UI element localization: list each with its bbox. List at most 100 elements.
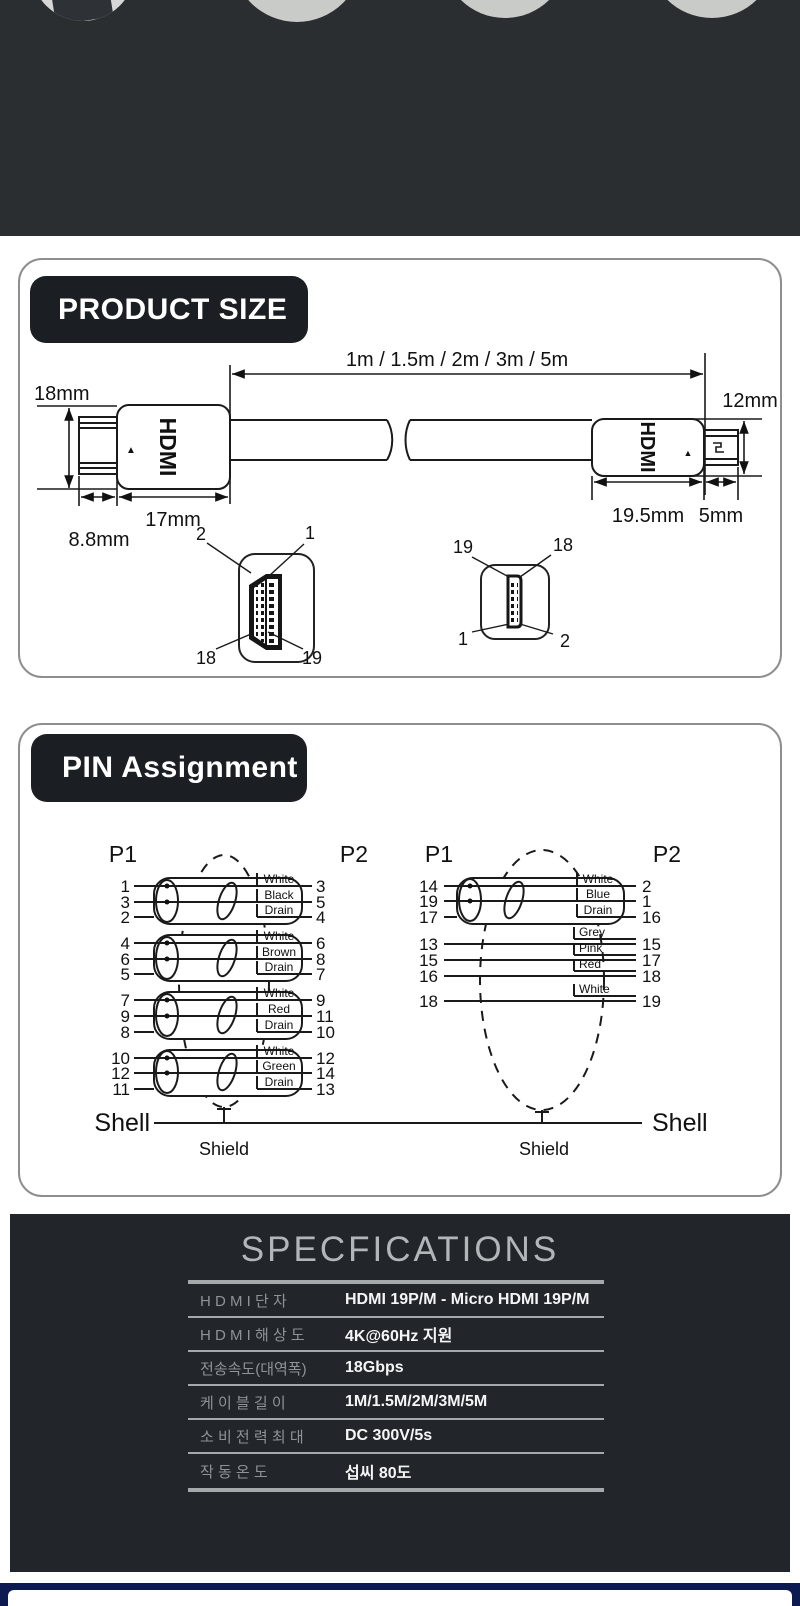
product-thumb-circle — [648, 0, 776, 18]
hdmi-pin-19-callout: 19 — [302, 648, 322, 668]
left-shell-label: Shell — [94, 1109, 150, 1137]
svg-text:Drain: Drain — [265, 903, 294, 917]
micro-height-dimension — [687, 418, 762, 477]
svg-text:Pink: Pink — [579, 941, 603, 955]
svg-text:Drain: Drain — [265, 960, 294, 974]
svg-text:13: 13 — [316, 1080, 335, 1099]
right-wires — [444, 873, 636, 1002]
specifications-table: H D M I 단 자 HDMI 19P/M - Micro HDMI 19P/… — [188, 1280, 604, 1492]
spec-row-resolution: H D M I 해 상 도 4K@60Hz 지원 — [188, 1318, 604, 1352]
svg-text:16: 16 — [642, 908, 661, 927]
next-section-border — [0, 1583, 800, 1606]
right-shield-label: Shield — [519, 1139, 569, 1159]
micro-orientation-triangle-icon: ▲ — [684, 448, 693, 458]
specifications-section: SPECFICATIONS H D M I 단 자 HDMI 19P/M - M… — [10, 1214, 790, 1572]
svg-text:14: 14 — [419, 877, 438, 896]
svg-text:13: 13 — [419, 935, 438, 954]
svg-text:Drain: Drain — [584, 903, 613, 917]
left-wires — [134, 873, 312, 1090]
svg-text:15: 15 — [419, 951, 438, 970]
micro-pin-19-callout: 19 — [453, 537, 473, 557]
right-p1-pins: 14 19 17 13 15 16 18 — [419, 877, 438, 1011]
svg-text:18: 18 — [642, 967, 661, 986]
micro-pin-18-callout: 18 — [553, 535, 573, 555]
svg-text:9: 9 — [316, 991, 325, 1010]
svg-text:8: 8 — [316, 950, 325, 969]
product-thumb-circle — [31, 0, 135, 21]
hdmi-plug-depth-label: 8.8mm — [68, 529, 129, 551]
right-shield-tail — [535, 1110, 549, 1123]
svg-text:1: 1 — [121, 877, 130, 896]
right-p2-pins: 2 1 16 15 17 18 19 — [642, 877, 661, 1011]
right-p1-header: P1 — [425, 841, 453, 867]
micro-pin-2-callout: 2 — [560, 631, 570, 651]
svg-text:White: White — [264, 1044, 295, 1058]
svg-text:7: 7 — [121, 991, 130, 1010]
left-shield-label: Shield — [199, 1139, 249, 1159]
spec-label: 케 이 블 길 이 — [200, 1394, 286, 1412]
svg-text:14: 14 — [316, 1064, 335, 1083]
svg-text:3: 3 — [121, 893, 130, 912]
svg-text:8: 8 — [121, 1023, 130, 1042]
svg-text:Brown: Brown — [262, 945, 296, 959]
svg-text:4: 4 — [121, 934, 130, 953]
spec-value: 섭씨 80도 — [345, 1465, 412, 1482]
left-bundle-dots — [164, 883, 170, 1076]
svg-text:6: 6 — [121, 950, 130, 969]
product-size-diagram: 1m / 1.5m / 2m / 3m / 5m HDMI ▲ 18mm — [34, 349, 778, 668]
product-size-section: PRODUCT SIZE 1m / 1.5m / 2m / 3m / 5m — [18, 258, 782, 678]
spec-row-cable-length: 케 이 블 길 이 1M/1.5M/2M/3M/5M — [188, 1386, 604, 1420]
spec-row-max-power: 소 비 전 력 최 대 DC 300V/5s — [188, 1420, 604, 1454]
spec-label: 작 동 온 도 — [200, 1463, 268, 1481]
spec-label: 소 비 전 력 최 대 — [200, 1428, 304, 1446]
svg-text:19: 19 — [642, 992, 661, 1011]
spec-label: H D M I 단 자 — [200, 1292, 287, 1310]
svg-text:2: 2 — [642, 877, 651, 896]
micro-pin-1-callout: 1 — [458, 629, 468, 649]
hdmi-front-view: 2 1 18 19 — [196, 523, 322, 668]
svg-text:Red: Red — [579, 957, 601, 971]
svg-text:6: 6 — [316, 934, 325, 953]
hdmi-pin-1-callout: 1 — [305, 523, 315, 543]
left-p2-pins: 3 5 4 6 8 7 9 11 10 12 14 13 — [316, 877, 335, 1099]
svg-text:White: White — [264, 872, 295, 886]
spec-row-hdmi-terminal: H D M I 단 자 HDMI 19P/M - Micro HDMI 19P/… — [188, 1284, 604, 1318]
svg-text:Drain: Drain — [265, 1018, 294, 1032]
svg-text:4: 4 — [316, 908, 325, 927]
specifications-title: SPECFICATIONS — [240, 1230, 560, 1269]
left-wire-colors: White Black Drain White Brown Drain Whit… — [262, 872, 296, 1089]
svg-text:Blue: Blue — [586, 887, 610, 901]
product-thumb-circle — [232, 0, 362, 22]
spec-value: HDMI 19P/M - Micro HDMI 19P/M — [345, 1291, 590, 1308]
svg-text:17: 17 — [419, 908, 438, 927]
hdmi-connector-drawing — [78, 404, 592, 490]
hdmi-pin-2-callout: 2 — [196, 524, 206, 544]
svg-text:White: White — [583, 872, 614, 886]
right-p2-header: P2 — [653, 841, 681, 867]
svg-text:12: 12 — [111, 1064, 130, 1083]
spec-label: H D M I 해 상 도 — [200, 1326, 305, 1344]
pin-assignment-section: PIN Assignment P1 P2 P1 P2 — [18, 723, 782, 1197]
right-bundle-dots — [467, 883, 473, 904]
svg-text:White: White — [264, 986, 295, 1000]
left-p1-pins: 1 3 2 4 6 5 7 9 8 10 12 11 — [111, 877, 130, 1099]
svg-text:12: 12 — [316, 1049, 335, 1068]
pin-assignment-badge: PIN Assignment — [31, 734, 307, 802]
svg-text:2: 2 — [121, 908, 130, 927]
top-image-band — [0, 0, 800, 236]
hdmi-body-length-label: 17mm — [145, 509, 201, 531]
product-size-badge: PRODUCT SIZE — [30, 276, 308, 343]
hdmi-connector-label: HDMI — [155, 418, 181, 477]
svg-text:11: 11 — [316, 1007, 334, 1026]
left-shield-tail — [217, 1107, 231, 1123]
svg-text:Grey: Grey — [579, 925, 605, 939]
spec-value: 1M/1.5M/2M/3M/5M — [345, 1393, 488, 1410]
svg-text:Red: Red — [268, 1002, 290, 1016]
micro-body-length-label: 19.5mm — [612, 505, 684, 527]
spec-row-bandwidth: 전송속도(대역폭) 18Gbps — [188, 1352, 604, 1386]
svg-text:11: 11 — [112, 1080, 130, 1099]
hdmi-width-dimensions — [78, 476, 228, 506]
micro-connector-label: HDMI — [636, 421, 658, 472]
spec-value: 18Gbps — [345, 1359, 404, 1376]
svg-text:5: 5 — [121, 965, 130, 984]
